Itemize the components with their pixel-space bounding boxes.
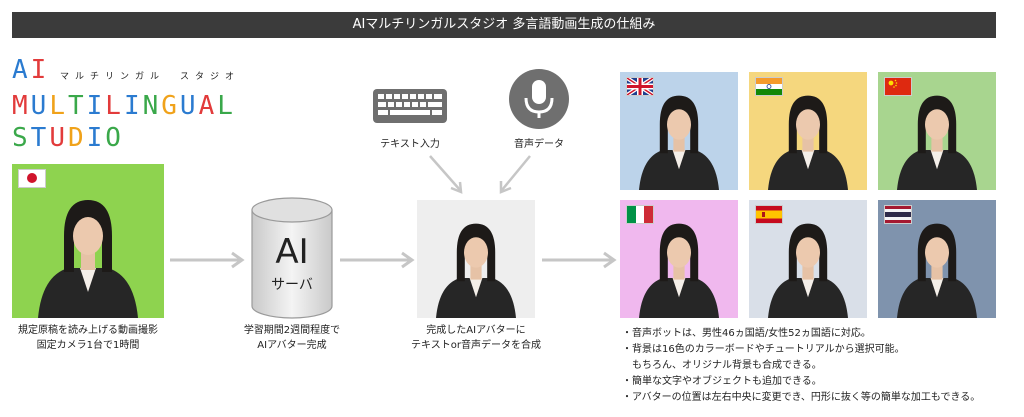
italy-flag-icon	[626, 205, 654, 224]
arrow-to-outputs	[542, 251, 617, 269]
avatar-figure-icon	[436, 223, 516, 318]
avatar-figure-icon	[897, 95, 977, 190]
microphone-icon	[509, 69, 569, 129]
presenter-figure-icon	[38, 200, 138, 318]
logo-line-studio: STUDIO	[12, 123, 124, 153]
database-icon	[251, 197, 333, 319]
note-line: ・アバターの位置は左右中央に変更でき、円形に抜く等の簡単な加工もできる。	[622, 392, 981, 403]
source-video-photo	[12, 164, 164, 318]
avatar-figure-icon	[768, 223, 848, 318]
logo-line-multilingual: MULTILINGUAL	[12, 91, 236, 121]
arrows-from-inputs	[429, 155, 531, 194]
uk-flag-icon	[626, 77, 654, 96]
ai-avatar-photo	[417, 200, 535, 318]
spain-flag-icon	[755, 205, 783, 224]
note-line: ・背景は16色のカラーボードやチュートリアルから選択可能。	[622, 344, 905, 355]
avatar-figure-icon	[768, 95, 848, 190]
output-tile	[749, 72, 867, 190]
japan-flag-icon	[18, 169, 46, 188]
avatar-caption-line2: テキストor音声データを合成	[411, 340, 541, 351]
avatar-figure-icon	[639, 223, 719, 318]
logo-kana: マルチリンガル スタジオ	[60, 72, 241, 82]
arrow-to-avatar	[340, 251, 415, 269]
arrow-to-server	[170, 251, 245, 269]
output-tile	[749, 200, 867, 318]
india-flag-icon	[755, 77, 783, 96]
source-caption-line1: 規定原稿を読み上げる動画撮影	[18, 325, 158, 336]
note-line: もちろん、オリジナル背景も合成できる。	[622, 360, 822, 371]
server-caption-line2: AIアバター完成	[257, 340, 327, 351]
output-tile	[878, 200, 996, 318]
logo-line-ai: AI	[12, 55, 50, 85]
keyboard-icon	[373, 89, 447, 123]
server-subtitle: サーバ	[271, 277, 313, 293]
china-flag-icon	[884, 77, 912, 96]
header-title: AIマルチリンガルスタジオ 多言語動画生成の仕組み	[352, 17, 656, 32]
server-title: AI	[275, 232, 309, 272]
avatar-figure-icon	[897, 223, 977, 318]
text-input-label: テキスト入力	[380, 139, 440, 150]
source-caption-line2: 固定カメラ1台で1時間	[36, 340, 140, 351]
avatar-figure-icon	[639, 95, 719, 190]
thailand-flag-icon	[884, 205, 912, 224]
server-caption: 学習期間2週間程度で AIアバター完成	[212, 323, 372, 353]
output-tile	[878, 72, 996, 190]
note-line: ・音声ボットは、男性46ヵ国語/女性52ヵ国語に対応。	[622, 328, 871, 339]
ai-server-cylinder: AI サーバ	[250, 196, 334, 320]
avatar-caption: 完成したAIアバターに テキストor音声データを合成	[386, 323, 566, 353]
avatar-caption-line1: 完成したAIアバターに	[426, 325, 526, 336]
output-tile	[620, 72, 738, 190]
note-line: ・簡単な文字やオブジェクトも追加できる。	[622, 376, 822, 387]
server-caption-line1: 学習期間2週間程度で	[243, 325, 341, 336]
output-tile	[620, 200, 738, 318]
source-caption: 規定原稿を読み上げる動画撮影 固定カメラ1台で1時間	[2, 323, 174, 353]
header-bar: AIマルチリンガルスタジオ 多言語動画生成の仕組み	[12, 12, 996, 38]
feature-notes: ・音声ボットは、男性46ヵ国語/女性52ヵ国語に対応。 ・背景は16色のカラーボ…	[622, 326, 1018, 406]
audio-data-label: 音声データ	[514, 139, 564, 150]
